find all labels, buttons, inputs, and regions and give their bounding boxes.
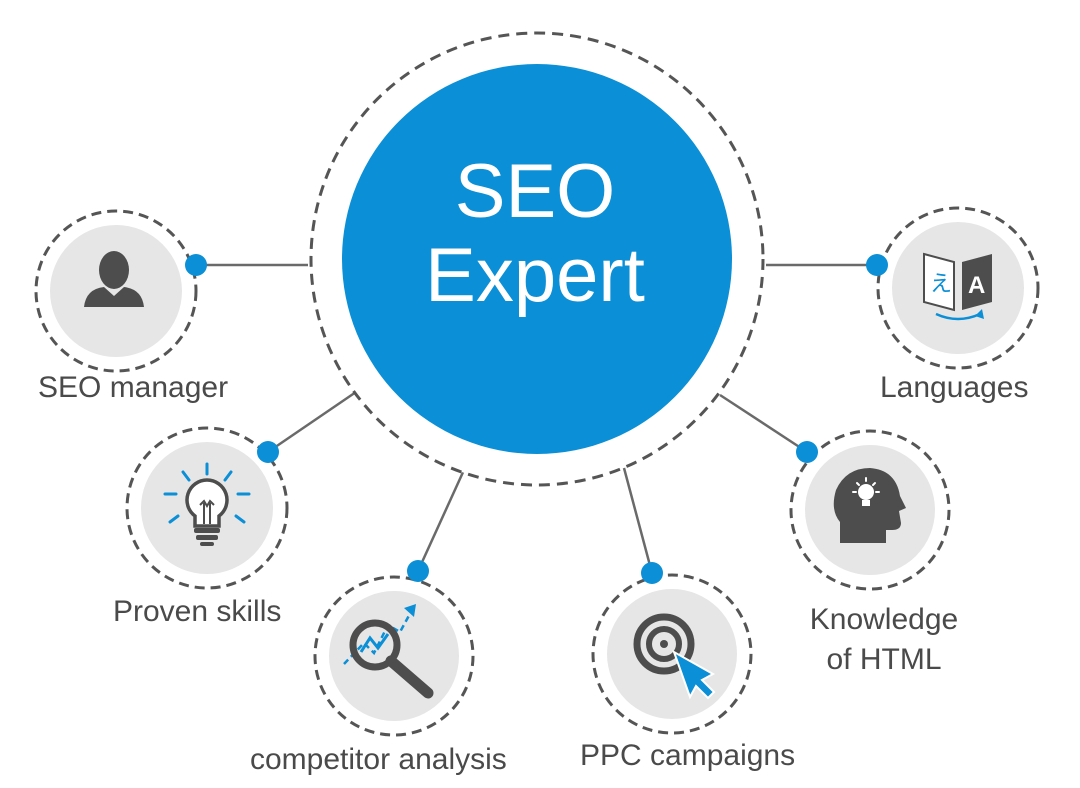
label-knowledge-html-line2: of HTML [826,643,942,676]
magnifier-trend-icon [343,604,434,699]
connector-proven-skills [267,390,357,454]
center-title: SEO Expert [350,150,720,318]
node-proven-skills [125,426,289,590]
label-languages: Languages [880,371,1029,404]
label-seo-manager: SEO manager [38,371,229,404]
connector-competitor-analysis [416,469,466,572]
target-cursor-icon [633,613,716,700]
translate-icon: え A [923,252,992,321]
svg-text:え: え [930,272,952,297]
person-icon [84,251,144,307]
label-ppc-campaigns: PPC campaigns [580,739,796,772]
node-seo-manager [34,209,198,373]
node-competitor-analysis [313,575,475,737]
connector-dot-ppc-campaigns [641,562,663,584]
center-title-line1: SEO [454,149,616,234]
connector-ppc-campaigns [622,467,654,574]
label-proven-skills: Proven skills [113,595,282,628]
head-idea-icon [833,468,906,543]
connector-knowledge-html [719,393,808,454]
svg-text:A: A [968,272,985,299]
lightbulb-icon [163,462,251,546]
label-knowledge-html: Knowledge of HTML [796,600,972,680]
connector-dot-proven-skills [257,441,279,463]
connector-dot-knowledge-html [796,441,818,463]
center-circle [342,64,732,454]
label-competitor-analysis: competitor analysis [250,743,507,776]
label-knowledge-html-line1: Knowledge [809,603,959,636]
center-title-line2: Expert [425,233,645,318]
connector-dot-competitor-analysis [407,560,429,582]
node-knowledge-html [789,429,951,591]
node-ppc-campaigns [591,573,753,735]
connector-dot-languages [866,254,888,276]
node-languages: え A [876,206,1040,370]
connector-dot-seo-manager [185,254,207,276]
